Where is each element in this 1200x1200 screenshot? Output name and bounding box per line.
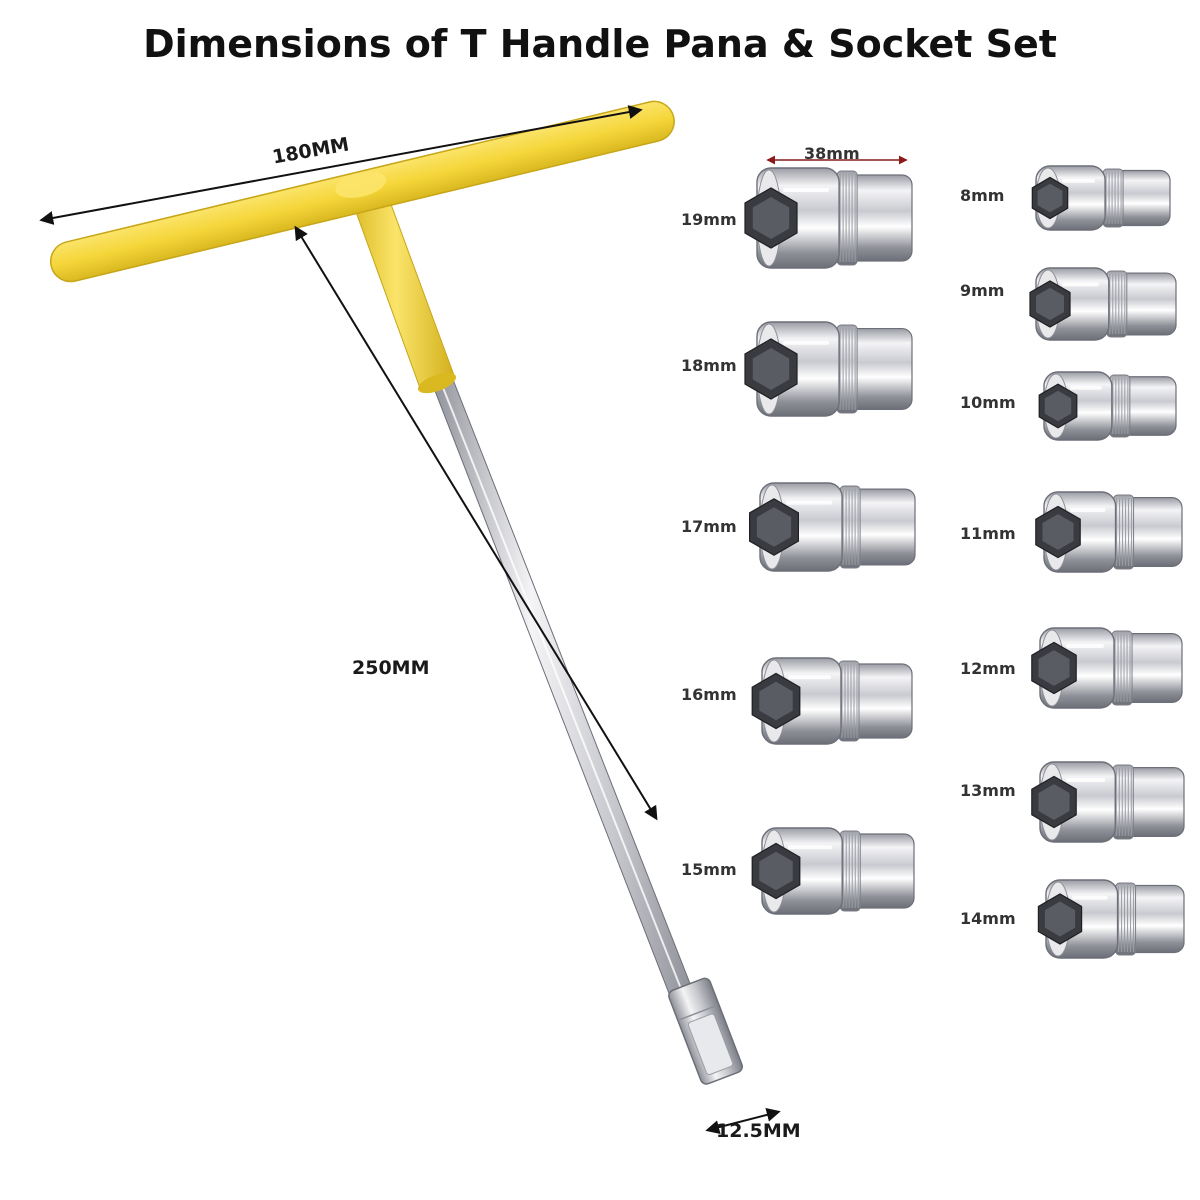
socket-label: 19mm <box>681 210 737 229</box>
socket-12mm <box>1031 627 1183 709</box>
socket-label: 18mm <box>681 356 737 375</box>
wrench-drive-end <box>668 977 744 1085</box>
socket-label: 15mm <box>681 860 737 879</box>
socket-14mm <box>1037 879 1185 959</box>
drive-size-arrow <box>705 1108 781 1134</box>
socket-label: 13mm <box>960 781 1016 800</box>
socket-13mm <box>1031 761 1185 843</box>
socket-label: 17mm <box>681 517 737 536</box>
socket-length-label: 38mm <box>804 144 860 163</box>
shaft-length-label: 250MM <box>352 657 430 679</box>
socket-15mm <box>751 827 915 915</box>
page-title: Dimensions of T Handle Pana & Socket Set <box>143 22 1057 66</box>
wrench-shaft <box>429 371 721 1069</box>
drive-size-label: 12.5MM <box>716 1120 801 1142</box>
wrench-grip-stem <box>347 179 456 394</box>
socket-set <box>744 165 1185 959</box>
socket-label: 8mm <box>960 186 1005 205</box>
wrench-crossbar <box>49 100 675 283</box>
socket-19mm <box>744 167 913 269</box>
t-handle-wrench <box>49 100 744 1085</box>
socket-label: 12mm <box>960 659 1016 678</box>
socket-17mm <box>748 482 916 572</box>
socket-label: 11mm <box>960 524 1016 543</box>
socket-11mm <box>1035 491 1183 573</box>
socket-10mm <box>1038 371 1177 441</box>
socket-label: 16mm <box>681 685 737 704</box>
handle-width-arrow <box>39 105 643 225</box>
socket-9mm <box>1029 267 1177 341</box>
socket-16mm <box>751 657 913 745</box>
socket-label: 9mm <box>960 281 1005 300</box>
socket-label: 10mm <box>960 393 1016 412</box>
socket-label: 14mm <box>960 909 1016 928</box>
socket-18mm <box>744 321 913 417</box>
socket-8mm <box>1031 165 1171 231</box>
shaft-length-arrow <box>294 225 658 821</box>
